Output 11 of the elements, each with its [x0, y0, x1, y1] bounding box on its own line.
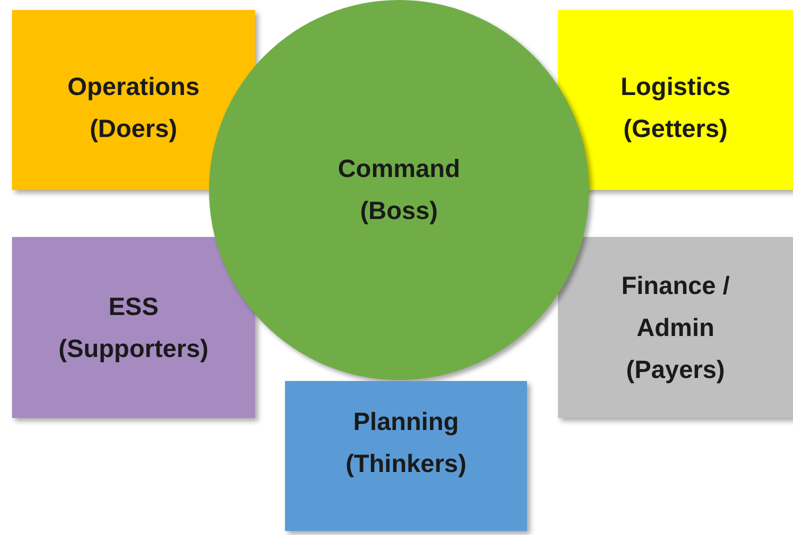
- box-label: Logistics (Getters): [620, 72, 732, 145]
- box-label: ESS (Supporters): [58, 292, 210, 364]
- box-label: Finance / Admin (Payers): [620, 270, 731, 386]
- category-box: [558, 237, 793, 418]
- box-label: Planning (Thinkers): [344, 407, 468, 480]
- box-label: Command (Boss): [336, 154, 462, 227]
- box-label: Operations (Doers): [66, 72, 200, 145]
- category-box: [12, 10, 255, 190]
- category-box: [285, 381, 527, 531]
- category-box: [558, 10, 793, 190]
- category-box: [12, 237, 255, 418]
